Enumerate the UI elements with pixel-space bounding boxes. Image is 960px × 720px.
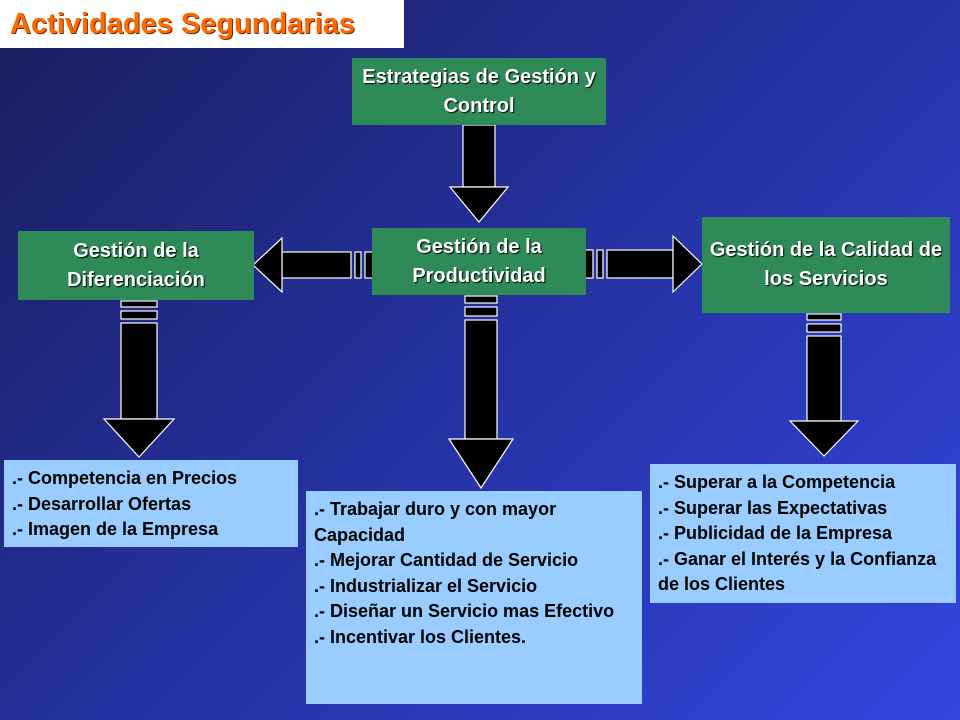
box-productividad: Gestión de la Productividad bbox=[372, 228, 586, 295]
arrow-top-to-center bbox=[448, 124, 510, 223]
list-box-productividad: .- Trabajar duro y con mayor Capacidad .… bbox=[306, 491, 642, 704]
list-item: .- Competencia en Precios bbox=[12, 468, 238, 488]
arrow-right-to-list bbox=[788, 313, 860, 457]
list-item: .- Incentivar los Clientes. bbox=[314, 626, 527, 647]
list-box-diferenciacion: .- Competencia en Precios .- Desarrollar… bbox=[4, 460, 298, 547]
list-item: .- Mejorar Cantidad de Servicio bbox=[314, 550, 579, 570]
page-title: Actividades Segundarias bbox=[10, 7, 355, 40]
list-item: .- Imagen de la Empresa bbox=[12, 519, 219, 539]
list-item: .- Desarrollar Ofertas bbox=[12, 493, 192, 514]
list-item: .- Publicidad de la Empresa bbox=[658, 523, 893, 543]
box-calidad: Gestión de la Calidad de los Servicios bbox=[702, 217, 950, 313]
box-estrategias: Estrategias de Gestión y Control bbox=[352, 58, 606, 125]
arrow-center-to-list bbox=[447, 295, 515, 490]
box-productividad-label: Gestión de la Productividad bbox=[412, 235, 546, 287]
box-calidad-label: Gestión de la Calidad de los Servicios bbox=[709, 239, 943, 290]
list-item: .- Superar a la Competencia bbox=[658, 472, 896, 492]
arrow-left-to-list bbox=[102, 300, 176, 458]
list-box-calidad: .- Superar a la Competencia .- Superar l… bbox=[650, 464, 956, 603]
list-item: .- Diseñar un Servicio mas Efectivo bbox=[314, 601, 615, 621]
list-item: .- Trabajar duro y con mayor Capacidad bbox=[314, 499, 557, 545]
box-diferenciacion-label: Gestión de la Diferenciación bbox=[67, 239, 205, 291]
box-estrategias-label: Estrategias de Gestión y Control bbox=[362, 65, 596, 117]
box-diferenciacion: Gestión de la Diferenciación bbox=[18, 231, 254, 300]
list-item: .- Superar las Expectativas bbox=[658, 497, 888, 518]
list-item: .- Ganar el Interés y la Confianza de lo… bbox=[658, 548, 937, 595]
list-item: .- Industrializar el Servicio bbox=[314, 575, 538, 596]
title-box: Actividades Segundarias bbox=[0, 0, 404, 48]
arrow-center-to-right bbox=[584, 234, 703, 294]
arrow-center-to-left bbox=[252, 236, 374, 294]
